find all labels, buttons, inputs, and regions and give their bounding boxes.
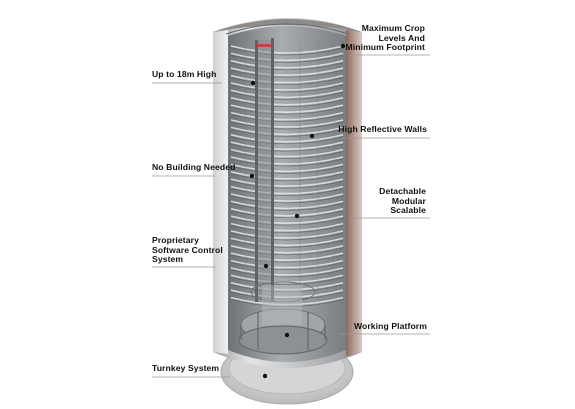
central-lift-column xyxy=(255,38,274,302)
leader-dot xyxy=(250,80,256,86)
label-software: Proprietary Software Control System xyxy=(152,235,223,265)
label-working-platform: Working Platform xyxy=(353,321,427,331)
leader-dot xyxy=(294,213,300,219)
leader-dot xyxy=(340,43,346,49)
working-platform-structure xyxy=(238,281,328,355)
label-turnkey: Turnkey System xyxy=(152,363,220,373)
label-reflective-walls: High Reflective Walls xyxy=(338,124,427,134)
label-detachable: Detachable Modular Scalable xyxy=(379,186,426,216)
leader-dot xyxy=(309,133,315,139)
leader-dot xyxy=(284,332,290,338)
leader-dot xyxy=(249,173,255,179)
leader-dot xyxy=(263,263,269,269)
label-no-building: No Building Needed xyxy=(152,162,236,172)
callout-leaders xyxy=(152,43,430,379)
leader-dot xyxy=(262,373,268,379)
label-height: Up to 18m High xyxy=(152,69,217,79)
label-maximum-crop: Maximum Crop Levels And Minimum Footprin… xyxy=(345,23,425,53)
growing-shelves xyxy=(230,40,344,307)
